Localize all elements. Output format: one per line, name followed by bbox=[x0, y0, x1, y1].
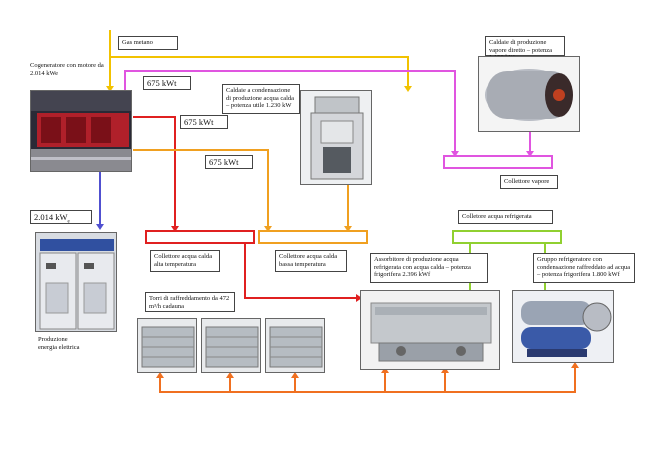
arrow-high-temp bbox=[171, 226, 179, 232]
cooling-tower-1-illustration bbox=[141, 326, 195, 368]
arrow-absorber bbox=[356, 294, 362, 302]
low-temp-collector-label: Collettore acqua calda bassa temperatura bbox=[275, 250, 347, 272]
low-temp-line bbox=[133, 149, 269, 230]
chilled-collector-label: Colletore acqua refrigerata bbox=[458, 210, 553, 224]
chiller-label: Gruppo refrigeratore con condensazione r… bbox=[533, 253, 635, 283]
arrow-cool-f bbox=[571, 362, 579, 368]
electric-cabinet-image bbox=[35, 232, 117, 332]
steam-line bbox=[124, 70, 456, 155]
hot-water-boiler-image bbox=[300, 90, 372, 185]
arrow-steam-boiler bbox=[526, 151, 534, 157]
cogenerator-illustration bbox=[31, 91, 131, 171]
high-temp-line bbox=[133, 116, 176, 230]
arrow-cool-c bbox=[291, 372, 299, 378]
cooling-tower-2-image bbox=[201, 318, 261, 373]
hot-water-boiler-illustration bbox=[310, 96, 364, 180]
arrow-cool-d bbox=[381, 367, 389, 373]
high-temp-to-absorber bbox=[244, 243, 360, 299]
electric-power: 2.014 kWe bbox=[30, 210, 92, 225]
arrow-low-temp-boiler bbox=[344, 226, 352, 232]
electric-power-value: 2.014 kW bbox=[34, 212, 68, 222]
hot-water-boiler-label: Caldaie a condensazione di produzione ac… bbox=[222, 84, 300, 114]
electric-cabinet-illustration bbox=[39, 239, 115, 330]
arrow-electric bbox=[96, 224, 104, 230]
high-temp-collector-label: Collettore acqua calda alta temperatura bbox=[150, 250, 220, 272]
electric-production-label: Produzione energia elettrica bbox=[38, 336, 80, 351]
steam-collector-bar bbox=[443, 155, 553, 169]
steam-boiler-illustration bbox=[485, 69, 573, 121]
steam-collector-label: Collettore vapore bbox=[500, 175, 558, 189]
arrow-steam-collector bbox=[451, 151, 459, 157]
cooling-tower-1-image bbox=[137, 318, 197, 373]
power-675-a: 675 kWt bbox=[143, 76, 191, 90]
arrow-boiler-gas bbox=[404, 86, 412, 92]
cooling-loop bbox=[159, 365, 576, 393]
cooling-towers-label: Torri di raffreddamento da 472 m³/h cada… bbox=[145, 292, 235, 312]
low-temp-collector-bar bbox=[258, 230, 368, 244]
arrow-cool-a bbox=[156, 372, 164, 378]
cooling-tower-3-image bbox=[265, 318, 325, 373]
chiller-image bbox=[512, 290, 614, 363]
power-675-b: 675 kWt bbox=[180, 115, 228, 129]
arrow-cool-b bbox=[226, 372, 234, 378]
steam-boiler-image bbox=[478, 56, 580, 132]
gas-line bbox=[109, 30, 409, 90]
chiller-illustration bbox=[521, 301, 612, 357]
absorber-illustration bbox=[370, 302, 492, 362]
cooling-tower-3-illustration bbox=[269, 326, 323, 368]
cogenerator-label: Cogeneratore con motore da 2.014 kWe bbox=[30, 62, 104, 77]
steam-boiler-label: Caldaie di produzione vapore diretto – p… bbox=[485, 36, 565, 61]
cogenerator-image bbox=[30, 90, 132, 172]
arrow-low-temp bbox=[264, 226, 272, 232]
chilled-collector-bar bbox=[452, 230, 562, 244]
arrow-cool-e bbox=[441, 367, 449, 373]
absorber-image bbox=[360, 290, 500, 370]
gas-label: Gas metano bbox=[118, 36, 178, 50]
high-temp-collector-bar bbox=[145, 230, 255, 244]
cooling-tower-2-illustration bbox=[205, 326, 259, 368]
power-675-c: 675 kWt bbox=[205, 155, 253, 169]
absorber-label: Assorbitore di produzione acqua refriger… bbox=[370, 253, 488, 283]
electric-power-subscript: e bbox=[67, 219, 70, 225]
arrow-cogen-gas bbox=[106, 86, 114, 92]
